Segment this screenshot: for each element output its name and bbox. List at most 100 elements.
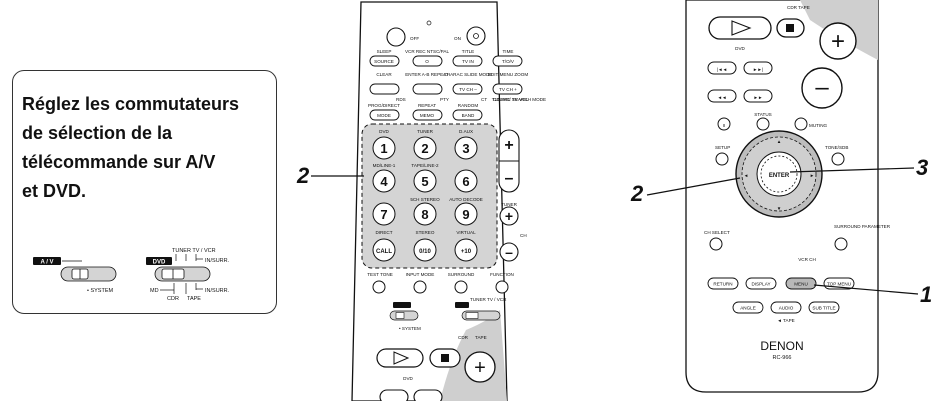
vcr-rec-label: VCR REC NTSC/PAL <box>405 49 450 54</box>
memo-button[interactable] <box>412 109 443 121</box>
num-0-label: 0/10 <box>419 249 431 255</box>
band-button[interactable] <box>452 109 483 121</box>
skip-back-button[interactable] <box>707 61 737 75</box>
tv-ch-plus-label: TV CH + <box>499 87 517 92</box>
mini-tape: TAPE <box>475 335 487 340</box>
num-6-button[interactable] <box>454 169 478 193</box>
remote-right: CDR TAPE + DVD – |◄◄ ►►| ◄◄ ►► STATUS II… <box>685 0 891 393</box>
angle-button[interactable] <box>732 301 764 314</box>
test-tone-button[interactable] <box>372 280 386 294</box>
input-mode-button[interactable] <box>413 280 427 294</box>
skip-fwd-button[interactable] <box>743 61 773 75</box>
num-1-button[interactable] <box>372 136 396 160</box>
top-cdr-tape: CDR TAPE <box>787 5 810 10</box>
menu-button[interactable] <box>785 277 817 290</box>
num-7-label: 7 <box>380 207 387 222</box>
vol-minus-button-right[interactable] <box>801 67 843 109</box>
dpad-right-icon[interactable]: ► <box>810 173 815 178</box>
return-button[interactable] <box>707 277 739 290</box>
enter-label: ENTER <box>769 173 790 179</box>
dpad-up-icon[interactable]: ▲ <box>777 139 782 144</box>
callout-2-right: 2 <box>630 181 644 206</box>
num-3-button[interactable] <box>454 136 478 160</box>
ntsc-pal-button[interactable] <box>412 55 443 67</box>
next-button[interactable] <box>413 389 443 401</box>
tv-ch-plus-button[interactable] <box>492 83 523 95</box>
band-button-label: BAND <box>462 113 475 118</box>
num-5-label: 5 <box>421 174 428 189</box>
prog-direct-label: PROG/DIRECT <box>368 103 400 108</box>
ch-label: CH <box>520 233 527 238</box>
plus10-button[interactable] <box>454 238 478 262</box>
pause-button[interactable] <box>717 117 731 131</box>
num-5-button[interactable] <box>413 169 437 193</box>
num-9-button[interactable] <box>454 202 478 226</box>
setup-label: SETUP <box>715 145 730 150</box>
off-button[interactable] <box>386 27 406 47</box>
surround-button[interactable] <box>454 280 468 294</box>
source-button-label: SOURCE <box>374 59 394 64</box>
tuner-ch-minus-button[interactable] <box>499 242 519 262</box>
tuner-label: TUNER <box>501 202 518 207</box>
subtitle-label: SUB TITLE <box>812 306 835 311</box>
pause-icon: II <box>723 123 726 128</box>
off-label: OFF <box>410 36 419 41</box>
av-badge <box>33 257 61 265</box>
tv-vol-plus-icon: + <box>504 137 513 154</box>
audio-button[interactable] <box>770 301 802 314</box>
ffwd-button[interactable] <box>743 89 773 103</box>
tv-ch-minus-label: TV CH – <box>459 87 477 92</box>
function-button[interactable] <box>495 280 509 294</box>
muting-button[interactable] <box>794 117 808 131</box>
volume-plus-button[interactable] <box>464 351 496 383</box>
vol-plus-button-right[interactable] <box>819 22 857 60</box>
setup-button[interactable] <box>715 152 729 166</box>
clear-button[interactable] <box>369 83 400 95</box>
av-switch[interactable] <box>60 266 117 282</box>
title-label: TITLE <box>462 49 475 54</box>
surround-parameter-button[interactable] <box>834 237 848 251</box>
instruction-line-3: télécommande sur A/V <box>22 152 216 172</box>
enter-ab-label: ENTER A-B REPEAT <box>405 72 449 77</box>
num-4-label: 4 <box>380 174 388 189</box>
dpad-down-icon[interactable]: ▼ <box>777 206 782 211</box>
pty-label: PTY <box>440 97 449 102</box>
rewind-button[interactable] <box>707 89 737 103</box>
tuner-tv-vcr-label: TUNER TV / VCR <box>172 248 216 254</box>
on-button[interactable] <box>466 26 486 46</box>
tov-button[interactable] <box>492 55 523 67</box>
tov-button-label: T/O/V <box>502 59 515 64</box>
tv-in-button[interactable] <box>452 55 483 67</box>
num-4-button[interactable] <box>372 169 396 193</box>
num-2-button[interactable] <box>413 136 437 160</box>
in-surr-label: IN/SURR. <box>205 258 230 264</box>
num-8-button[interactable] <box>413 202 437 226</box>
instruction-panel <box>12 70 277 314</box>
prev-button[interactable] <box>379 389 409 401</box>
enter-button-right[interactable] <box>756 151 802 197</box>
tuner-ch-plus-button[interactable] <box>499 206 519 226</box>
num-7-button[interactable] <box>372 202 396 226</box>
display-button[interactable] <box>745 277 777 290</box>
call-label: CALL <box>376 249 392 255</box>
remote-left: OFF ON SLEEP VCR REC NTSC/PAL TITLE TIME… <box>351 1 546 401</box>
audio-label: AUDIO <box>779 306 794 311</box>
tv-ch-minus-button[interactable] <box>452 83 483 95</box>
model-name: RC-966 <box>773 355 792 361</box>
status-button[interactable] <box>756 117 770 131</box>
ch-select-button[interactable] <box>709 237 723 251</box>
mode-button[interactable] <box>369 109 400 121</box>
enter-button[interactable] <box>412 83 443 95</box>
tv-in-button-label: TV IN <box>462 59 474 64</box>
subtitle-button[interactable] <box>808 301 840 314</box>
dpad-left-icon[interactable]: ◄ <box>744 173 749 178</box>
menu-label: MENU <box>794 282 808 287</box>
sleep-label: SLEEP <box>377 49 392 54</box>
tone-sdb-button[interactable] <box>831 152 845 166</box>
source-button[interactable] <box>369 55 400 67</box>
num-0-button[interactable] <box>413 238 437 262</box>
muting-label: MUTING <box>809 123 828 128</box>
tone-sdb-label: TONE/SDB <box>825 145 848 150</box>
stop-icon <box>441 354 449 362</box>
call-button[interactable] <box>372 238 396 262</box>
